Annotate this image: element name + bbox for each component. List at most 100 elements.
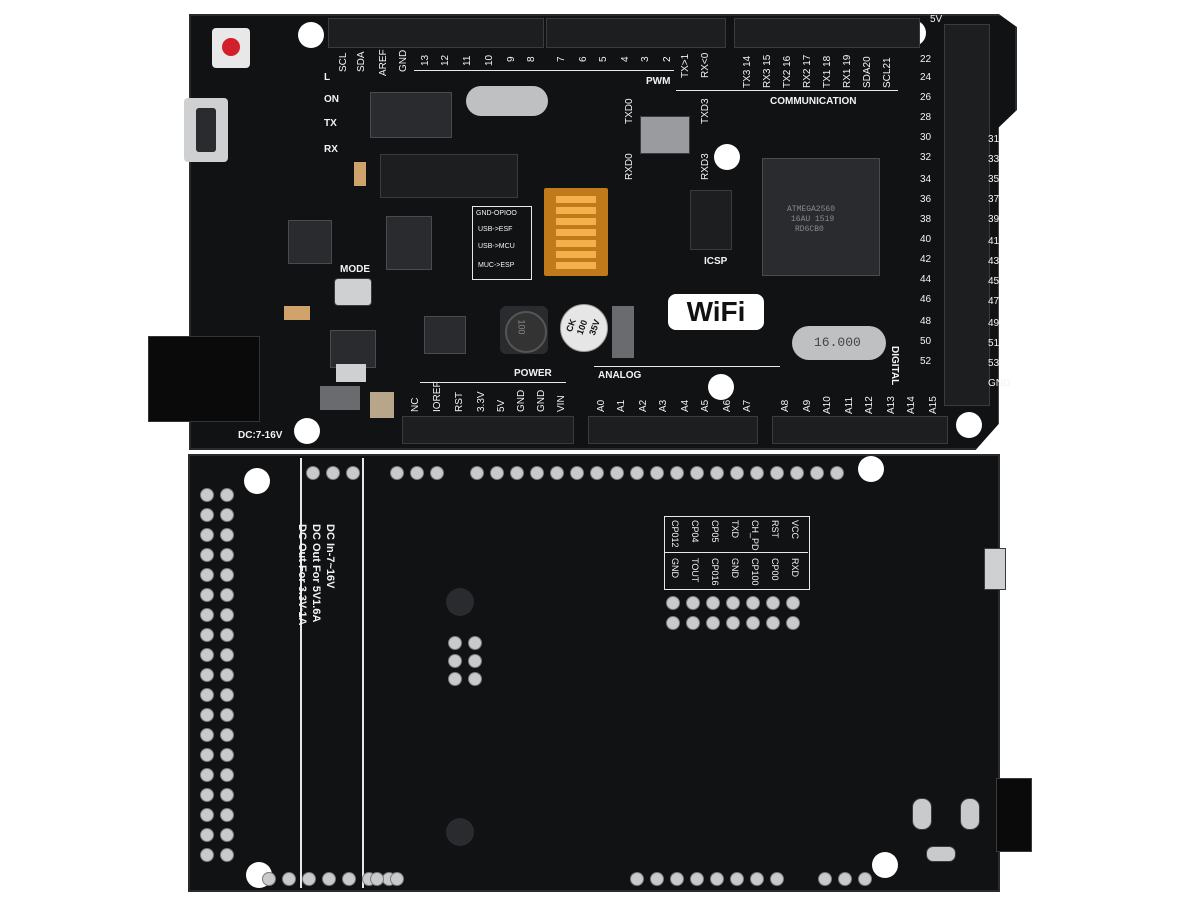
- power-pin-label: GND: [536, 389, 547, 412]
- solder-pad: [200, 728, 214, 742]
- solder-pad: [746, 596, 760, 610]
- solder-pad: [790, 466, 804, 480]
- solder-pad: [200, 628, 214, 642]
- solder-pad: [220, 668, 234, 682]
- oval-pad: [960, 798, 980, 830]
- esp-table-cell: RST: [770, 520, 780, 538]
- solder-pad: [590, 466, 604, 480]
- solder-pad: [726, 596, 740, 610]
- digital-pin-number: 34: [920, 174, 932, 185]
- solder-pad: [220, 848, 234, 862]
- led-label-rx: RX: [324, 144, 338, 155]
- esp-table-cell: CP016: [710, 558, 720, 586]
- top-pin-label: 6: [578, 56, 589, 62]
- solder-pad: [200, 688, 214, 702]
- smd-component: [370, 392, 394, 418]
- power-pin-label: RST: [454, 392, 465, 412]
- digital-pin-number: 50: [920, 336, 932, 347]
- solder-pad: [342, 872, 356, 886]
- solder-pad: [200, 508, 214, 522]
- solder-pad: [726, 616, 740, 630]
- regulator-chip: [330, 330, 376, 368]
- mode-label: MODE: [340, 264, 370, 275]
- dc-spec-line: DC Out For 3.3V-1A: [296, 524, 308, 626]
- bottom-hole-bl: [446, 818, 474, 846]
- serial-switch[interactable]: [640, 116, 690, 154]
- smd-component: [320, 386, 360, 410]
- mode-button[interactable]: [334, 278, 372, 306]
- digital-pin-number: 22: [920, 54, 932, 65]
- esp-table-cell: GND: [670, 558, 680, 578]
- solder-pad: [510, 466, 524, 480]
- txd0-label: TXD0: [624, 98, 635, 124]
- top-pin-label: GND: [398, 49, 409, 72]
- inductor: 100: [500, 306, 548, 354]
- solder-pad: [200, 828, 214, 842]
- solder-pad: [390, 872, 404, 886]
- top-hole-br: [956, 412, 982, 438]
- solder-pad: [610, 466, 624, 480]
- power-pin-label: 5V: [496, 399, 507, 412]
- smd-component: [336, 364, 366, 382]
- solder-pad: [200, 768, 214, 782]
- dip-mode-label: USB->MCU: [478, 243, 515, 250]
- cap-label: 35V: [587, 318, 602, 337]
- digital-pin-number: 53: [988, 358, 1000, 369]
- solder-pad: [468, 636, 482, 650]
- reset-button[interactable]: [212, 28, 250, 68]
- esp-table-cell: VCC: [790, 520, 800, 540]
- right-double-header: [944, 24, 990, 406]
- digital-pin-number: 47: [988, 296, 1000, 307]
- solder-pad: [220, 568, 234, 582]
- bottom-hole-ml: [446, 588, 474, 616]
- analog-pin-label: A4: [680, 399, 691, 412]
- power-pin-label: GND: [516, 389, 527, 412]
- top-pin-label: TX>1: [680, 53, 691, 78]
- digital-pin-number: 30: [920, 132, 932, 143]
- top-hole-mid: [714, 144, 740, 170]
- solder-pad: [220, 628, 234, 642]
- esp-table-cell: CP00: [770, 558, 780, 581]
- solder-pad: [630, 466, 644, 480]
- digital-pin-number: 48: [920, 316, 932, 327]
- analog-pin-label: A6: [722, 399, 733, 412]
- solder-pad: [650, 872, 664, 886]
- digital-pin-number: 28: [920, 112, 932, 123]
- solder-pad: [220, 748, 234, 762]
- analog-pin-label: A2: [638, 399, 649, 412]
- solder-pad: [302, 872, 316, 886]
- top-pin-label: RX<0: [700, 52, 711, 78]
- solder-pad: [686, 616, 700, 630]
- top-pin-label: 13: [420, 54, 431, 66]
- top-pin-label: 8: [526, 56, 537, 62]
- wifi-logo: WiFi: [668, 294, 764, 330]
- analog-pin-label: A3: [658, 399, 669, 412]
- analog-pin-label: A9: [802, 399, 813, 412]
- top-header-left: [328, 18, 544, 48]
- crystal-label: 16.000: [814, 335, 861, 350]
- power-pin-label: IOREF: [432, 381, 443, 412]
- pwm-label: PWM: [646, 76, 671, 87]
- solder-pad: [200, 488, 214, 502]
- digital-pin-number: 40: [920, 234, 932, 245]
- five-v-label: 5V: [930, 14, 943, 25]
- power-ic: [424, 316, 466, 354]
- led-label-l: L: [324, 72, 331, 83]
- digital-pin-number: 42: [920, 254, 932, 265]
- rxd0-label: RXD0: [624, 153, 635, 180]
- digital-pin-number: 37: [988, 194, 1000, 205]
- solder-pad: [200, 648, 214, 662]
- dip-switch[interactable]: [544, 188, 608, 276]
- top-pin-label: 11: [462, 55, 473, 66]
- esp-table-cell: CP04: [690, 520, 700, 543]
- solder-pad: [858, 872, 872, 886]
- power-underline: [420, 382, 566, 383]
- top-pin-label: 12: [440, 54, 451, 66]
- solder-pad: [750, 872, 764, 886]
- icsp-label: ICSP: [704, 256, 728, 267]
- solder-pad: [346, 466, 360, 480]
- digital-pin-number: 38: [920, 214, 932, 225]
- analog-pin-label: A13: [886, 396, 897, 414]
- solder-pad: [390, 466, 404, 480]
- solder-pad: [730, 466, 744, 480]
